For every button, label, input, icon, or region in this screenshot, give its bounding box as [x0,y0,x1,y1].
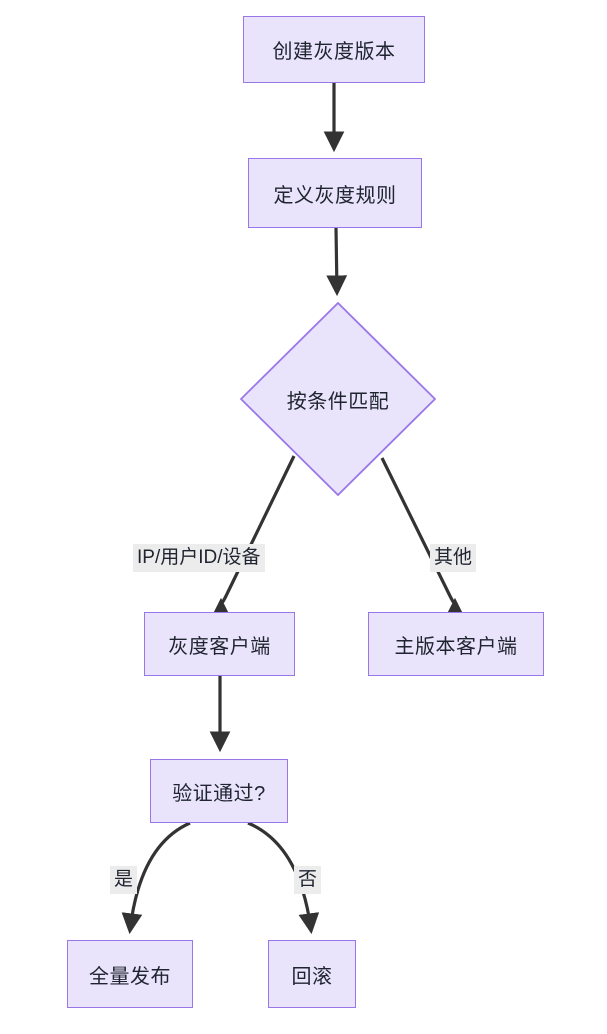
node-create-gray-version[interactable]: 创建灰度版本 [243,16,425,83]
edge-label-other: 其他 [430,544,477,572]
diamond-shape-icon [240,302,436,496]
node-full-release[interactable]: 全量发布 [67,940,193,1008]
node-main-version-client[interactable]: 主版本客户端 [368,612,544,676]
edge-n3-n4 [210,455,296,619]
node-label: 主版本客户端 [394,635,518,658]
edge-label-ip-userid-device: IP/用户ID/设备 [133,544,265,572]
node-rollback[interactable]: 回滚 [268,940,356,1008]
node-label: 灰度客户端 [168,635,271,658]
node-label: 按条件匹配 [286,390,390,413]
edge-n2-n3 [326,227,348,297]
node-label: 验证通过? [172,782,266,805]
edge-n6-n8 [247,821,320,935]
edge-n6-n7 [121,821,191,935]
node-match-by-condition[interactable]: 按条件匹配 [240,302,436,496]
edge-label-yes: 是 [110,866,138,894]
node-label: 全量发布 [89,965,171,988]
node-label: 回滚 [291,965,333,988]
node-define-gray-rules[interactable]: 定义灰度规则 [248,158,422,228]
node-label: 定义灰度规则 [273,184,397,207]
node-gray-client[interactable]: 灰度客户端 [144,612,295,676]
node-label: 创建灰度版本 [272,41,396,63]
edge-label-no: 否 [294,866,322,894]
edge-n3-n5 [380,457,466,619]
node-verification-passed[interactable]: 验证通过? [150,759,288,823]
